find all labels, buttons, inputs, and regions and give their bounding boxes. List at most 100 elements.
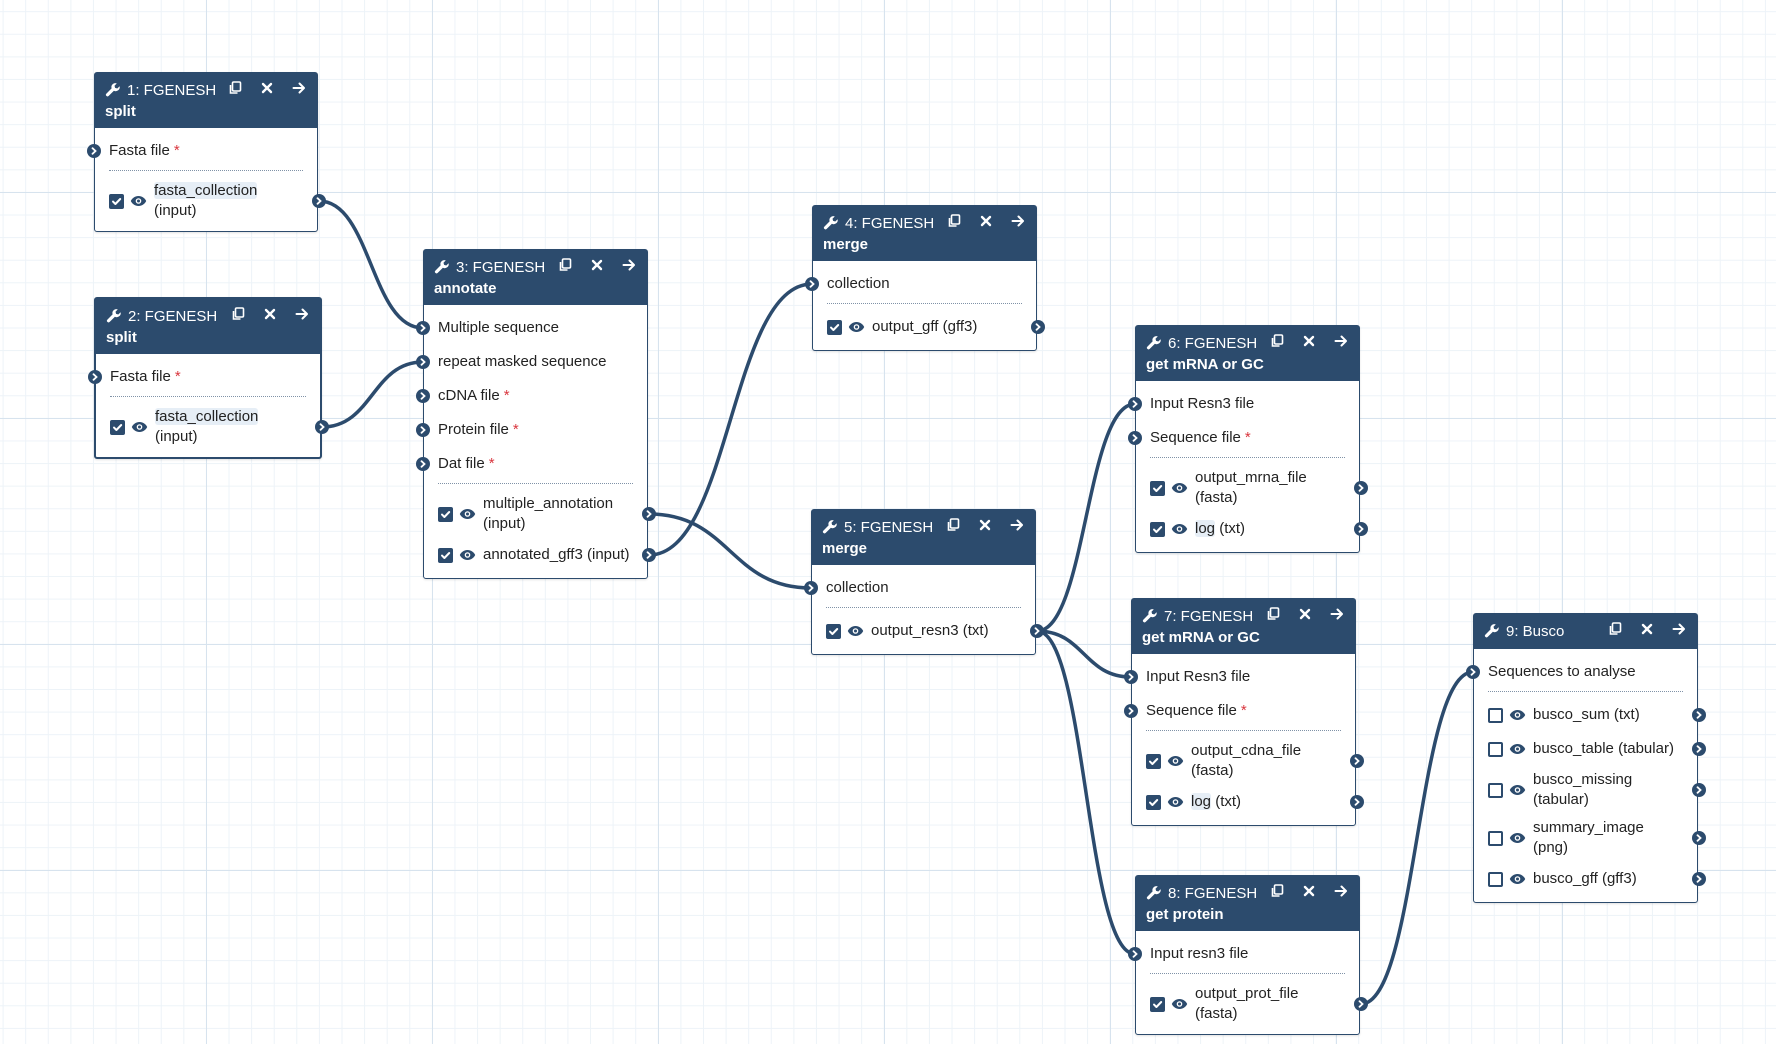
close-icon[interactable]: [262, 306, 278, 322]
eye-icon[interactable]: [848, 321, 866, 333]
eye-icon[interactable]: [1171, 482, 1189, 494]
eye-icon[interactable]: [130, 195, 148, 207]
arrow-right-icon[interactable]: [1010, 213, 1026, 229]
duplicate-icon[interactable]: [227, 80, 243, 96]
output-checkbox[interactable]: [1488, 871, 1503, 887]
duplicate-icon[interactable]: [230, 306, 246, 322]
output-terminal[interactable]: [315, 420, 329, 434]
input-terminal[interactable]: [1124, 670, 1138, 684]
output-checkbox[interactable]: [438, 547, 453, 563]
output-checkbox[interactable]: [1146, 794, 1161, 810]
close-icon[interactable]: [1639, 621, 1655, 637]
input-terminal[interactable]: [416, 389, 430, 403]
close-icon[interactable]: [259, 80, 275, 96]
output-checkbox[interactable]: [1150, 521, 1165, 537]
output-terminal[interactable]: [1692, 742, 1706, 756]
output-terminal[interactable]: [1350, 754, 1364, 768]
output-terminal[interactable]: [642, 548, 656, 562]
eye-icon[interactable]: [1509, 709, 1527, 721]
eye-icon[interactable]: [847, 625, 865, 637]
output-terminal[interactable]: [1692, 831, 1706, 845]
close-icon[interactable]: [1297, 606, 1313, 622]
eye-icon[interactable]: [131, 421, 149, 433]
input-terminal[interactable]: [804, 581, 818, 595]
eye-icon[interactable]: [1509, 832, 1527, 844]
arrow-right-icon[interactable]: [1333, 883, 1349, 899]
eye-icon[interactable]: [1509, 743, 1527, 755]
input-terminal[interactable]: [1128, 397, 1142, 411]
node-header[interactable]: 9: Busco: [1474, 614, 1697, 649]
duplicate-icon[interactable]: [1269, 333, 1285, 349]
output-checkbox[interactable]: [1488, 707, 1503, 723]
output-checkbox[interactable]: [1150, 996, 1165, 1012]
output-checkbox[interactable]: [438, 506, 453, 522]
duplicate-icon[interactable]: [945, 517, 961, 533]
output-terminal[interactable]: [1354, 997, 1368, 1011]
arrow-right-icon[interactable]: [1671, 621, 1687, 637]
close-icon[interactable]: [1301, 883, 1317, 899]
output-checkbox[interactable]: [110, 419, 125, 435]
input-terminal[interactable]: [416, 355, 430, 369]
input-terminal[interactable]: [88, 370, 102, 384]
output-terminal[interactable]: [312, 194, 326, 208]
output-checkbox[interactable]: [1150, 480, 1165, 496]
close-icon[interactable]: [978, 213, 994, 229]
input-terminal[interactable]: [416, 423, 430, 437]
output-terminal[interactable]: [1354, 522, 1368, 536]
eye-icon[interactable]: [1171, 998, 1189, 1010]
output-terminal[interactable]: [1692, 872, 1706, 886]
duplicate-icon[interactable]: [946, 213, 962, 229]
input-terminal[interactable]: [1128, 947, 1142, 961]
arrow-right-icon[interactable]: [1333, 333, 1349, 349]
input-terminal[interactable]: [805, 277, 819, 291]
output-checkbox[interactable]: [1488, 782, 1503, 798]
duplicate-icon[interactable]: [1607, 621, 1623, 637]
output-checkbox[interactable]: [1146, 753, 1161, 769]
duplicate-icon[interactable]: [557, 257, 573, 273]
eye-icon[interactable]: [1509, 873, 1527, 885]
input-terminal[interactable]: [87, 144, 101, 158]
duplicate-icon[interactable]: [1269, 883, 1285, 899]
output-checkbox[interactable]: [826, 623, 841, 639]
eye-icon[interactable]: [1509, 784, 1527, 796]
close-icon[interactable]: [1301, 333, 1317, 349]
input-terminal[interactable]: [1128, 431, 1142, 445]
arrow-right-icon[interactable]: [291, 80, 307, 96]
arrow-right-icon[interactable]: [294, 306, 310, 322]
output-terminal[interactable]: [1354, 481, 1368, 495]
output-terminal[interactable]: [642, 507, 656, 521]
output-terminal[interactable]: [1030, 624, 1044, 638]
close-icon[interactable]: [589, 257, 605, 273]
input-terminal[interactable]: [1466, 665, 1480, 679]
eye-icon[interactable]: [1171, 523, 1189, 535]
arrow-right-icon[interactable]: [1329, 606, 1345, 622]
output-checkbox[interactable]: [1488, 830, 1503, 846]
arrow-right-icon[interactable]: [1009, 517, 1025, 533]
arrow-right-icon[interactable]: [621, 257, 637, 273]
output-terminal[interactable]: [1692, 783, 1706, 797]
output-checkbox[interactable]: [1488, 741, 1503, 757]
eye-icon[interactable]: [1167, 755, 1185, 767]
output-terminal[interactable]: [1692, 708, 1706, 722]
duplicate-icon[interactable]: [1265, 606, 1281, 622]
input-terminal[interactable]: [416, 321, 430, 335]
eye-icon[interactable]: [459, 508, 477, 520]
input-terminal[interactable]: [1124, 704, 1138, 718]
close-icon[interactable]: [977, 517, 993, 533]
